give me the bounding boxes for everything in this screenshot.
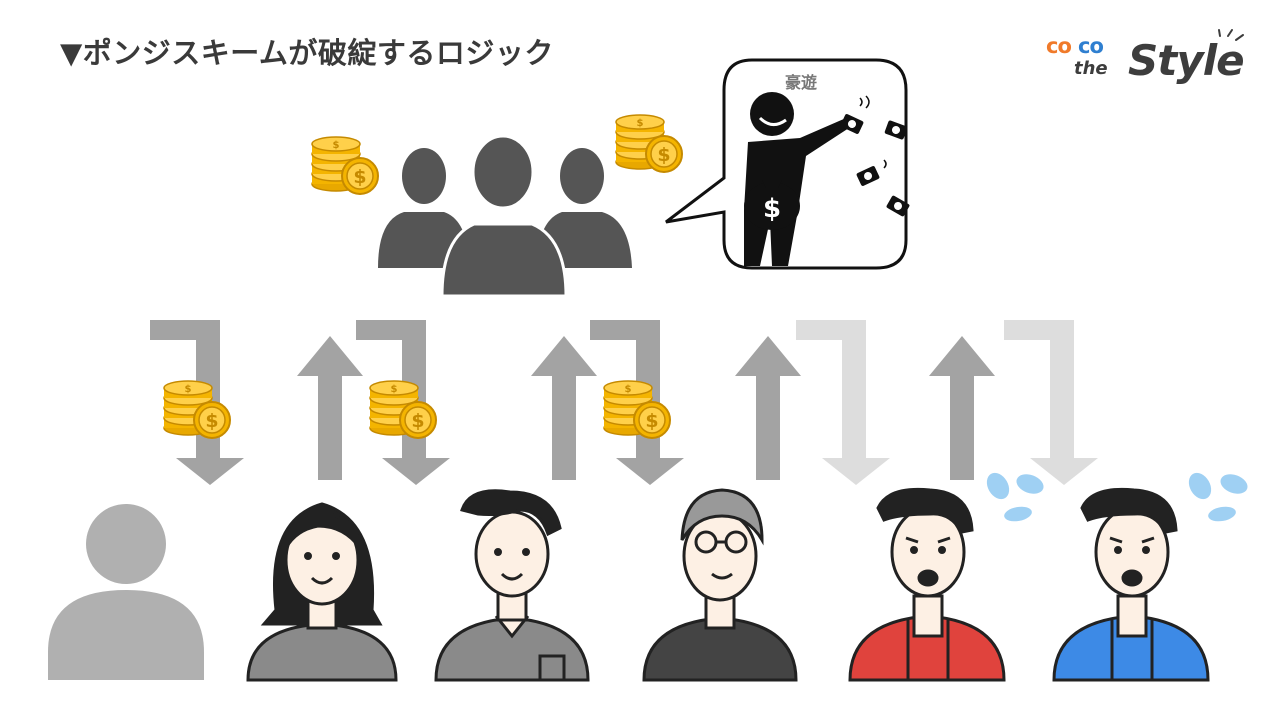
arrow-up: [735, 336, 801, 480]
coin-stack-icon: [615, 114, 683, 173]
logo-style: Style: [1128, 36, 1245, 85]
woman-investor-icon: [246, 502, 398, 682]
man-investor-icon: [434, 489, 590, 682]
arrow-down: [796, 320, 890, 485]
logo-sparkle-icon: [1218, 29, 1244, 41]
svg-text:$: $: [763, 194, 781, 224]
arrow-up: [531, 336, 597, 480]
sweat-drops-icon: [1188, 472, 1248, 522]
sweat-drops-icon: [986, 472, 1044, 522]
coin-stack-icon: [603, 380, 671, 439]
worried-investor-blue-icon: [1052, 487, 1210, 682]
page-title: ▼ポンジスキームが破綻するロジック: [60, 36, 554, 70]
logo-the: the: [1074, 58, 1108, 79]
person-silhouette-icon: [48, 504, 204, 680]
coin-stack-icon: [163, 380, 231, 439]
logo-coco-part2: co: [1078, 34, 1104, 58]
coin-stack-icon: [311, 136, 379, 195]
arrow-up: [929, 336, 995, 480]
man-throwing-money-icon: $: [744, 92, 910, 266]
man-with-glasses-icon: [642, 488, 798, 682]
bubble-label-splurge: 豪遊: [785, 73, 818, 92]
coin-stack-icon: [369, 380, 437, 439]
logo-coco-part1: co: [1046, 34, 1072, 58]
organizers-group-icon: [378, 134, 632, 298]
arrow-down: [1004, 320, 1098, 485]
worried-investor-red-icon: [848, 487, 1006, 682]
coco-the-style-logo: co co the Style: [1046, 28, 1256, 98]
arrow-up: [297, 336, 363, 480]
